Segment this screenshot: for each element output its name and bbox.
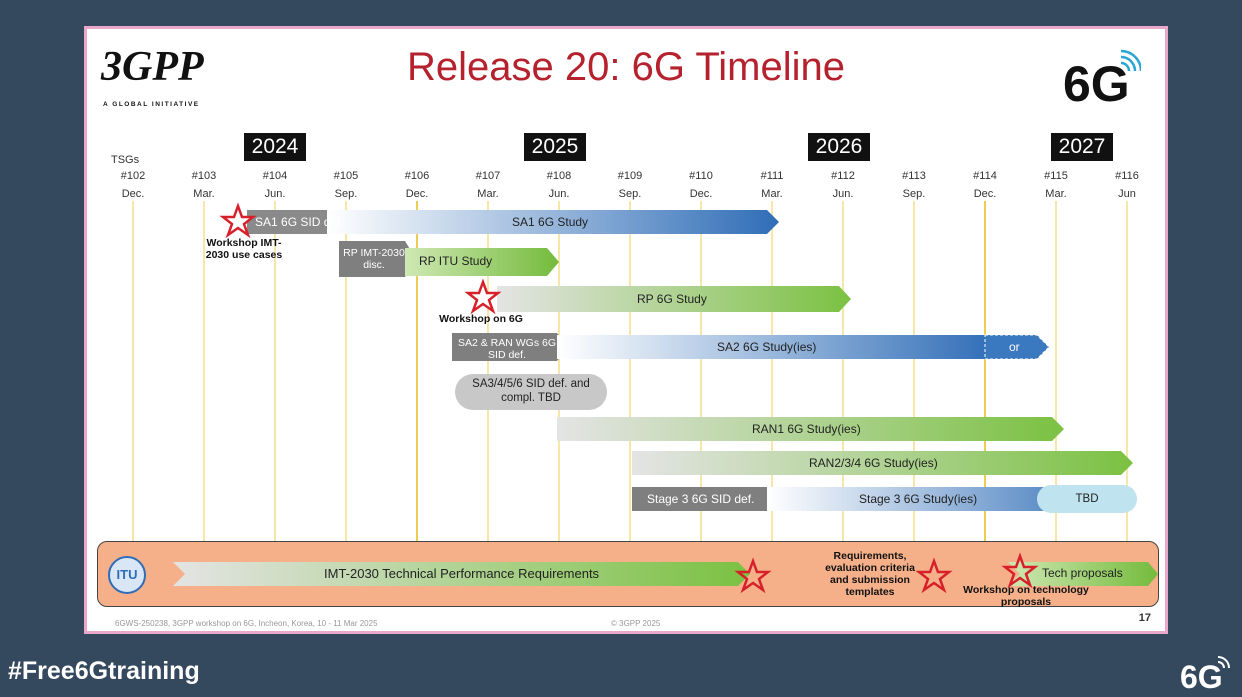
gridline [700,201,702,541]
bar-sa1-sid [247,210,339,234]
3gpp-logo: 3GPP A GLOBAL INITIATIVE [101,43,221,115]
rp-imt-label: RP IMT-2030 disc. [343,247,405,271]
gridline [1126,201,1128,541]
bar-sa2-sid [452,333,569,361]
hashtag: #Free6Gtraining [8,657,200,685]
gridline [416,201,418,541]
rp-itu-label: RP ITU Study [419,254,493,268]
gridline [1055,201,1057,541]
6g-logo-icon: 6G [1063,49,1143,112]
bar-rp-imt [339,241,417,277]
3gpp-logo-tagline: A GLOBAL INITIATIVE [103,101,200,108]
sa1-sid-label: SA1 6G SID def. [255,215,344,229]
bar-rp-6g [497,286,851,312]
footer-left: 6GWS-250238, 3GPP workshop on 6G, Incheo… [115,619,378,628]
corner-6g-text: 6G [1180,659,1223,692]
or-label: or [1009,340,1020,354]
workshop-imt-label: Workshop IMT-2030 use cases [205,237,283,261]
star-icon [464,278,502,315]
3gpp-logo-mark: 3GPP [101,44,204,90]
bar-or [984,334,1050,360]
rp-6g-label: RP 6G Study [637,292,707,306]
gridline [629,201,631,541]
tech-proposals-label: Tech proposals [1042,566,1123,580]
bar-ran234 [632,451,1133,475]
tsgs-label: TSGs [111,154,140,166]
itu-logo-text: ITU [116,567,138,582]
tbd-cloud: TBD [1037,485,1137,513]
star-icon [219,202,257,239]
sa2-sid-label: SA2 & RAN WGs 6G SID def. [457,337,557,361]
gridline [132,201,134,541]
workshop-tech-label: Workshop on technology proposals [963,584,1089,608]
sa1-study-label: SA1 6G Study [512,215,589,229]
req-eval-label: Requirements, evaluation criteria and su… [825,550,915,598]
gridline [842,201,844,541]
year-2024: 2024 [244,133,306,161]
gridline [771,201,773,541]
bar-sa2-study [557,335,997,359]
workshop-6g-label: Workshop on 6G [439,313,523,325]
itu-logo: ITU [108,556,146,594]
gridline [345,201,347,541]
bar-sa1-study [327,210,779,234]
stage3-study-label: Stage 3 6G Study(ies) [859,492,978,506]
year-2027: 2027 [1051,133,1113,161]
page-number: 17 [1138,612,1151,624]
year-2026: 2026 [808,133,870,161]
bar-imt-req [173,562,750,586]
gridline [487,201,489,541]
gridline [274,201,276,541]
star-icon [1001,552,1039,589]
imt-req-label: IMT-2030 Technical Performance Requireme… [324,566,600,581]
gridline [984,201,986,541]
year-2025: 2025 [524,133,586,161]
slide: 3GPP A GLOBAL INITIATIVE Release 20: 6G … [84,26,1168,634]
gridline [558,201,560,541]
stage3-sid-label: Stage 3 6G SID def. [647,492,755,506]
star-icon [734,557,772,594]
6g-logo: 6G [1061,49,1143,114]
itu-bars [173,552,1158,594]
bar-stage3-sid [632,487,779,511]
svg-text:6G: 6G [1063,56,1130,109]
bar-ran1 [557,417,1064,441]
bar-tech-proposals [1008,562,1158,586]
slide-title: Release 20: 6G Timeline [406,45,845,89]
corner-6g-logo: 6G [1180,654,1230,697]
gridline [913,201,915,541]
itu-band: ITU IMT-2030 Technical Performance Requi… [97,541,1159,608]
ran1-label: RAN1 6G Study(ies) [752,422,861,436]
sa2-study-label: SA2 6G Study(ies) [717,340,817,354]
gridline [203,201,205,541]
bar-rp-itu [405,248,559,276]
footer-center: © 3GPP 2025 [611,619,661,628]
star-icon [915,557,953,594]
sa3-cloud: SA3/4/5/6 SID def. and compl. TBD [455,374,607,410]
corner-6g-icon: 6G [1180,656,1230,695]
timeline-bars [219,202,1133,511]
ran234-label: RAN2/3/4 6G Study(ies) [809,456,938,470]
